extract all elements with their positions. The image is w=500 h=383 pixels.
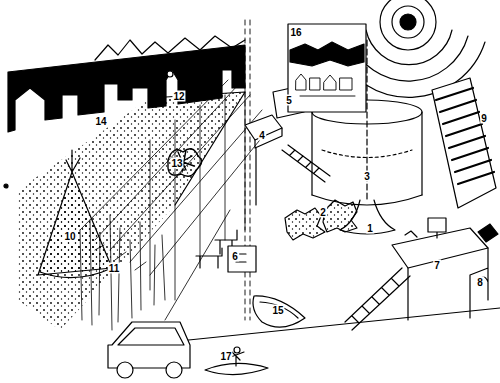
window-stripes xyxy=(436,88,494,184)
post xyxy=(255,128,282,205)
monitor xyxy=(478,224,498,242)
callout-number: 3 xyxy=(363,171,371,182)
cabinet xyxy=(228,246,256,272)
teepee-base xyxy=(40,268,112,278)
kayak-paddler-head xyxy=(234,347,240,353)
callout-number: 7 xyxy=(433,260,441,271)
dashed-guide xyxy=(245,20,250,320)
callout-number: 16 xyxy=(289,27,302,38)
tall-grass xyxy=(80,215,165,330)
callout-number: 12 xyxy=(172,91,185,102)
signal-ring xyxy=(380,0,436,50)
callout-number: 4 xyxy=(258,130,266,141)
monitor xyxy=(428,218,446,238)
signal-source xyxy=(400,14,416,30)
screen-houses xyxy=(296,74,355,96)
callout-number: 1 xyxy=(366,223,374,234)
callout-number: 5 xyxy=(285,95,293,106)
callout-number: 6 xyxy=(231,251,239,262)
dotted-field xyxy=(18,92,245,330)
fence-rails xyxy=(80,80,268,275)
signal-ring xyxy=(392,6,424,38)
screen-band xyxy=(290,42,364,66)
field-edge xyxy=(150,92,245,205)
sight-line xyxy=(165,210,230,320)
hide-rug xyxy=(323,200,357,232)
car-wheel xyxy=(117,362,133,378)
lamp xyxy=(405,231,417,237)
car-wheel xyxy=(166,362,182,378)
callout-number: 2 xyxy=(319,207,327,218)
road-edge xyxy=(140,308,500,345)
callout-number: 8 xyxy=(476,277,484,288)
canoe-rim xyxy=(260,302,298,318)
window-panel xyxy=(432,78,496,208)
car-window xyxy=(118,328,184,345)
teepee-poles xyxy=(66,150,80,172)
callout-number: 11 xyxy=(108,263,121,274)
car-body xyxy=(108,322,190,368)
callout-number: 9 xyxy=(480,113,488,124)
teepee xyxy=(38,172,112,275)
callout-number: 10 xyxy=(63,231,76,242)
canoe xyxy=(253,296,305,327)
callout-number: 13 xyxy=(170,158,183,169)
bush xyxy=(168,149,202,176)
clock-face xyxy=(167,71,173,77)
callout-number: 17 xyxy=(219,351,232,362)
callout-number: 15 xyxy=(271,305,284,316)
chair xyxy=(196,248,222,268)
margin-dot xyxy=(4,184,8,188)
desk-legs xyxy=(408,248,488,320)
post-box xyxy=(245,115,282,140)
screen-frame xyxy=(288,24,366,112)
callout-number: 14 xyxy=(94,116,107,127)
